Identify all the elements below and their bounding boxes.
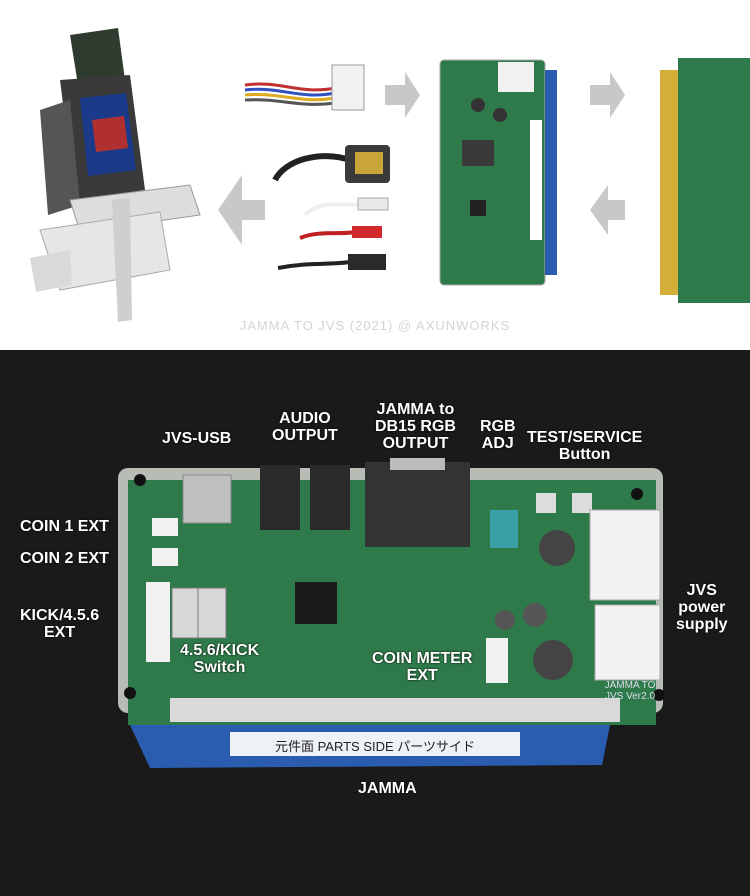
arrow-left-icon bbox=[590, 185, 625, 235]
jvs-power-connector-1 bbox=[589, 509, 661, 601]
label-jamma: JAMMA bbox=[358, 780, 417, 797]
label-jvs-power: JVS power supply bbox=[676, 582, 728, 633]
top-illustration-panel: JAMMA TO JVS (2021) @ AXUNWORKS bbox=[0, 0, 750, 350]
label-coin-meter-ext: COIN METER EXT bbox=[372, 650, 473, 684]
coin-meter-connector bbox=[486, 638, 508, 683]
coin1-connector bbox=[152, 518, 178, 536]
usb-port bbox=[182, 474, 232, 524]
label-kick-switch: 4.5.6/KICK Switch bbox=[180, 642, 260, 676]
kick-switch-1 bbox=[171, 587, 201, 639]
arrow-left-icon bbox=[218, 175, 265, 245]
board-photo-panel: JVS-USB AUDIO OUTPUT JAMMA to DB15 RGB O… bbox=[0, 350, 750, 896]
label-coin2-ext: COIN 2 EXT bbox=[20, 550, 109, 567]
jvs-power-connector-2 bbox=[594, 604, 661, 681]
audio-jack-2 bbox=[310, 465, 350, 530]
db15-connector bbox=[365, 462, 470, 547]
label-test-service: TEST/SERVICE Button bbox=[527, 429, 643, 463]
main-ic bbox=[295, 582, 337, 624]
board-sticker: 元件面 PARTS SIDE パーツサイド bbox=[274, 739, 476, 754]
board-photo bbox=[118, 458, 665, 768]
label-jvs-usb: JVS-USB bbox=[162, 430, 232, 447]
coin2-connector bbox=[152, 548, 178, 566]
kick-ext-connector bbox=[146, 582, 170, 662]
label-audio-output: AUDIO OUTPUT bbox=[272, 410, 338, 444]
board-silkscreen: JAMMA TO JVS Ver2.0 bbox=[604, 680, 656, 702]
wire-harness-image bbox=[244, 64, 365, 111]
top-caption: JAMMA TO JVS (2021) @ AXUNWORKS bbox=[239, 318, 511, 333]
jamma-pcb-image bbox=[660, 58, 750, 303]
audio-jack-1 bbox=[260, 465, 300, 530]
top-illustration bbox=[30, 28, 750, 322]
cables-image bbox=[272, 145, 390, 270]
label-kick-ext: KICK/4.5.6 EXT bbox=[20, 607, 100, 641]
service-button bbox=[572, 493, 592, 513]
converter-board-image bbox=[439, 59, 557, 286]
test-button bbox=[536, 493, 556, 513]
arrow-right-icon bbox=[590, 72, 625, 118]
label-coin1-ext: COIN 1 EXT bbox=[20, 518, 109, 535]
arcade-cabinet-image bbox=[30, 28, 201, 322]
label-jamma-db15: JAMMA to DB15 RGB OUTPUT bbox=[375, 401, 456, 452]
arrow-right-icon bbox=[385, 72, 420, 118]
label-rgb-adj: RGB ADJ bbox=[480, 418, 516, 452]
kick-switch-2 bbox=[197, 587, 227, 639]
rgb-adj-pot bbox=[490, 510, 518, 548]
